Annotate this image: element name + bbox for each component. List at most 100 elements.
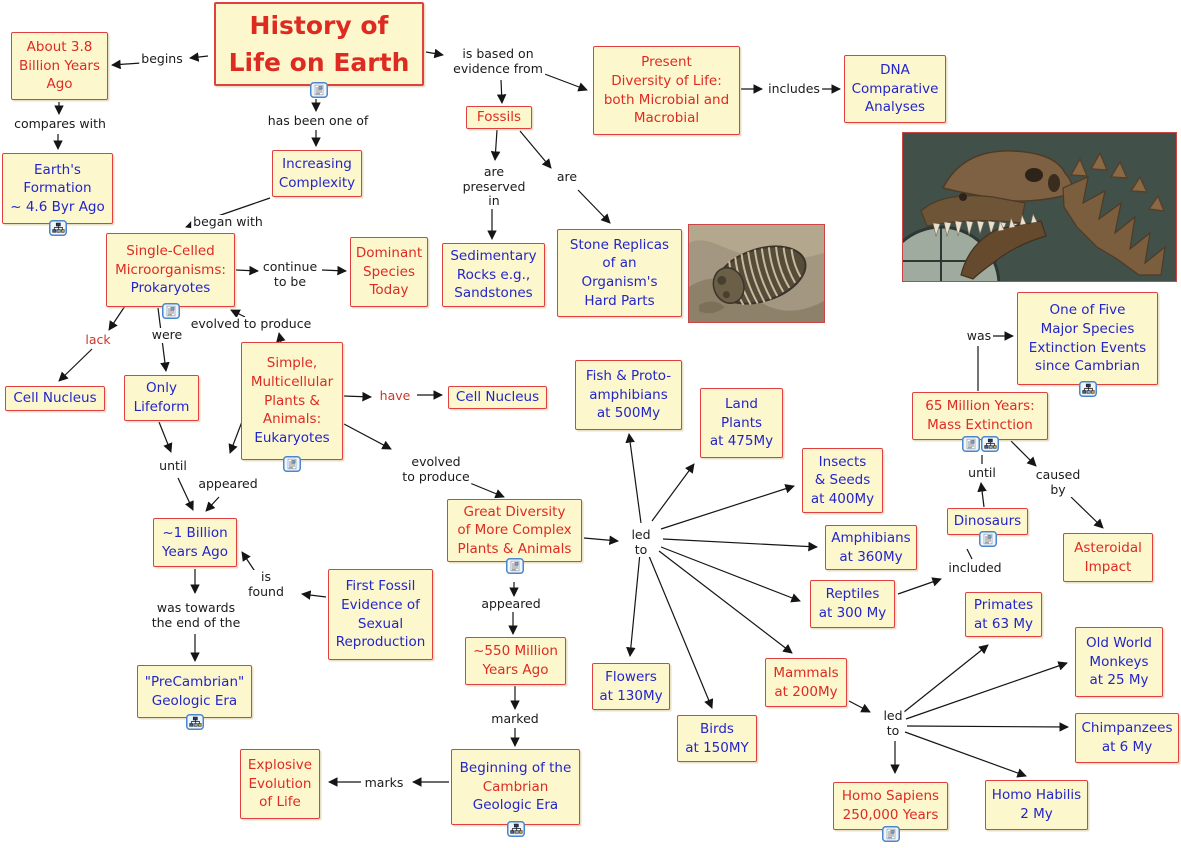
node-text-line: Eukaryotes [254, 429, 330, 446]
node-text-line: Single-Celled [126, 243, 215, 260]
node-text-line: Asteroidal [1074, 539, 1142, 556]
node-text-line: ~ 4.6 Byr Ago [10, 198, 105, 215]
node-mass-extinction-65my[interactable]: 65 Million Years:Mass Extinction [912, 392, 1048, 440]
node-text-line: Organism's [581, 274, 658, 290]
resource-icon[interactable] [881, 826, 900, 842]
node-text-line: Present [641, 54, 692, 71]
linking-phrase-label: marked [489, 711, 541, 727]
linking-phrase-label: was [964, 328, 994, 344]
tree-icon[interactable] [185, 714, 204, 730]
label-text-line: to produce [402, 468, 470, 484]
label-text-line: are [483, 164, 505, 179]
resource-icon[interactable] [978, 531, 997, 547]
node-cell-nucleus-left[interactable]: Cell Nucleus [5, 386, 105, 411]
node-text-line: Earth's [34, 161, 81, 178]
node-precambrian-era[interactable]: "PreCambrian"Geologic Era [137, 665, 252, 718]
resource-icon[interactable] [961, 436, 980, 452]
node-text-line: at 150MY [685, 739, 749, 756]
node-text-line: Sandstones [454, 285, 533, 302]
label-text-line: caused [1035, 467, 1081, 482]
node-text-line: Diversity of Life: [611, 72, 722, 89]
resource-icon[interactable] [283, 456, 301, 472]
linking-phrase-label: lack [83, 332, 113, 348]
node-text-line: Sedimentary [450, 248, 537, 265]
linking-phrase-label: begins [139, 51, 185, 67]
node-text-line: Reproduction [335, 634, 426, 651]
label-text-line: until [968, 465, 996, 480]
label-text-line: is based on [462, 46, 534, 61]
resource-icon[interactable] [161, 303, 180, 319]
node-text-line: Mass Extinction [927, 417, 1033, 433]
node-text-line: Prokaryotes [130, 280, 211, 297]
linking-phrase-label: are [554, 169, 580, 185]
label-text-line: to [634, 541, 648, 557]
node-cell-nucleus[interactable]: Cell Nucleus [448, 386, 547, 409]
node-text-line: Insects [818, 453, 867, 470]
label-text-line: was towards [156, 600, 236, 615]
label-text-line: included [948, 560, 1002, 575]
resource-icon[interactable] [505, 558, 524, 574]
node-text-line: Simple, [266, 355, 318, 372]
node-text-line: Microorganisms: [115, 261, 226, 278]
tree-icon[interactable] [980, 436, 999, 452]
linking-phrase-label: began with [191, 214, 265, 230]
label-text-line: marks [364, 775, 404, 790]
node-text-line: Plants & [264, 392, 320, 409]
linking-phrase-label: has been one of [265, 113, 371, 129]
tree-icon[interactable] [506, 821, 525, 837]
node-text-line: Complexity [278, 174, 356, 191]
node-fossils[interactable]: Fossils [466, 106, 532, 129]
node-text-line: Comparative [851, 80, 939, 97]
node-text-line: & Seeds [814, 472, 871, 489]
node-text-line: Great Diversity [463, 503, 566, 520]
node-text-line: at 130My [599, 687, 663, 704]
node-text-line: Animals: [262, 411, 322, 428]
resource-icon[interactable] [310, 82, 328, 98]
node-text-line: Old World [1086, 635, 1152, 652]
node-text-line: One of Five [1049, 302, 1126, 319]
node-text-line: both Microbial and [603, 91, 730, 108]
node-text-line: Multicellular [250, 374, 334, 391]
tree-icon[interactable] [48, 220, 67, 236]
linking-phrase-label: have [377, 388, 413, 404]
node-text-line: Geologic Era [472, 797, 559, 814]
node-text-line: Fish & Proto- [585, 368, 672, 385]
node-text-line: Fossils [476, 109, 522, 126]
tree-icon[interactable] [1078, 381, 1097, 397]
node-text-line: of Life [259, 794, 301, 811]
